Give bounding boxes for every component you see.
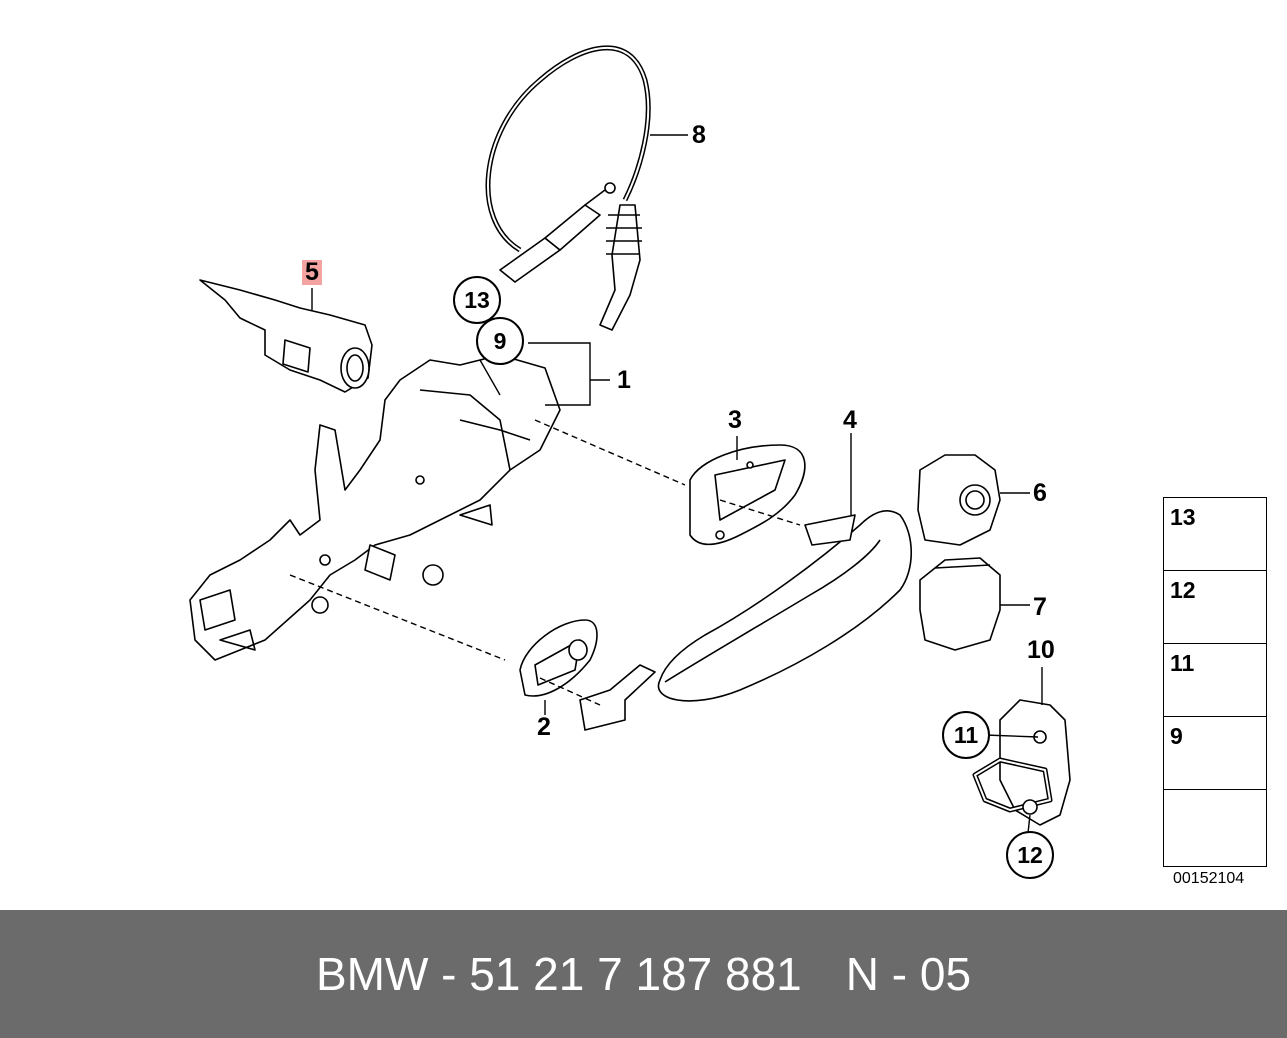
callout-10: 10 bbox=[1027, 636, 1055, 664]
callout-12: 12 bbox=[1006, 831, 1054, 879]
legend-number: 11 bbox=[1170, 650, 1195, 676]
legend-cell: 9 bbox=[1164, 717, 1266, 790]
callout-8: 8 bbox=[692, 121, 706, 149]
callout-6: 6 bbox=[1033, 479, 1047, 507]
callout-9: 9 bbox=[476, 317, 524, 365]
cap-part-6 bbox=[917, 454, 1001, 546]
legend-number: 12 bbox=[1170, 577, 1196, 603]
callout-2: 2 bbox=[537, 713, 551, 741]
cap-part-7 bbox=[919, 557, 1001, 651]
carrier-bracket-part-1 bbox=[189, 354, 561, 661]
gasket-part-3 bbox=[689, 444, 806, 546]
door-handle-part-4 bbox=[657, 510, 913, 702]
cable-end-right bbox=[599, 204, 641, 331]
page-code: N - 05 bbox=[845, 948, 972, 1000]
diagram-drawing bbox=[189, 45, 1257, 859]
legend-cell: 11 bbox=[1164, 644, 1266, 717]
parts-diagram: 8 5 13 9 1 3 4 6 7 10 11 12 2 13 12 11 9… bbox=[189, 45, 1267, 887]
striker-part-10 bbox=[999, 699, 1071, 826]
gasket-part-2 bbox=[519, 619, 598, 697]
callout-11: 11 bbox=[942, 711, 990, 759]
legend-cell: 12 bbox=[1164, 571, 1266, 644]
diagram-reference-number: 00152104 bbox=[1173, 870, 1245, 887]
callout-7: 7 bbox=[1033, 593, 1047, 621]
legend-cell: 13 bbox=[1164, 498, 1266, 571]
callout-4: 4 bbox=[843, 406, 857, 434]
callout-3: 3 bbox=[728, 406, 742, 434]
legend-number: 9 bbox=[1170, 723, 1183, 749]
callout-5: 5 bbox=[302, 260, 322, 285]
part-number: BMW - 51 21 7 187 881 bbox=[315, 948, 802, 1000]
callout-1: 1 bbox=[617, 366, 631, 394]
footer-text: BMW - 51 21 7 187 881 N - 05 bbox=[0, 910, 1287, 1038]
fastener-legend-panel: 13 12 11 9 bbox=[1163, 497, 1267, 867]
callout-13: 13 bbox=[453, 276, 501, 324]
footer-bar: BMW - 51 21 7 187 881 N - 05 bbox=[0, 910, 1287, 1038]
legend-number: 13 bbox=[1170, 504, 1196, 530]
